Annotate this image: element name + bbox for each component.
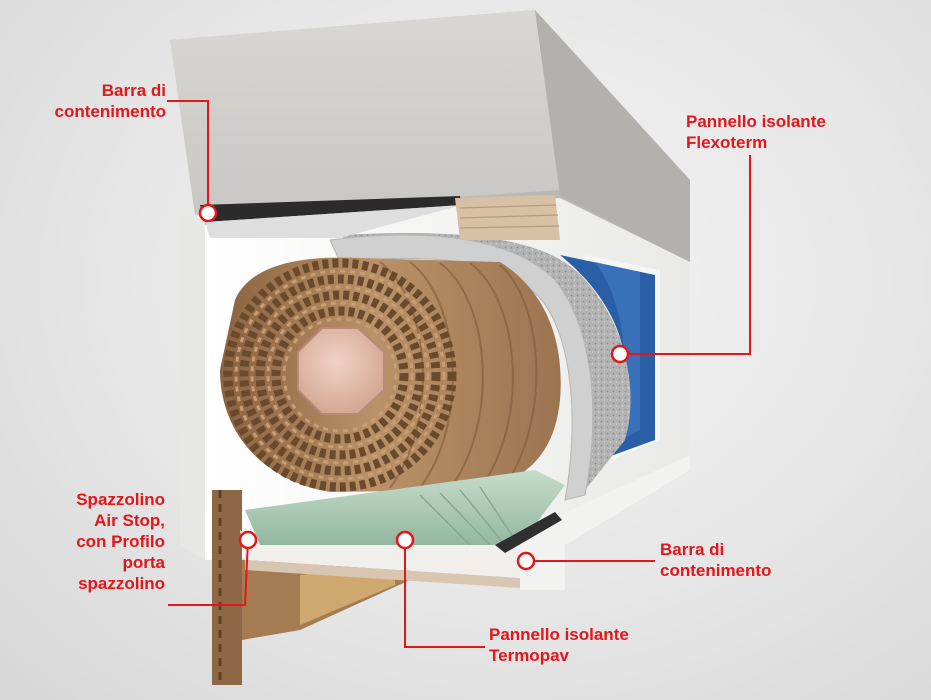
bottom-right-lip — [520, 455, 690, 590]
marker-top-right — [610, 344, 630, 364]
label-top-right-flexoterm: Pannello isolante Flexoterm — [686, 112, 826, 152]
termopav-panel — [240, 470, 565, 588]
label-top-left-barra: Barra di contenimento — [54, 81, 166, 121]
marker-top-left — [198, 203, 218, 223]
label-bottom-right-barra: Barra di contenimento — [660, 540, 772, 580]
marker-bottom-right — [516, 551, 536, 571]
marker-bottom-center — [395, 530, 415, 550]
leader-lines — [167, 100, 751, 648]
leader-top-left — [167, 100, 209, 212]
leader-top-right — [620, 155, 751, 355]
leader-bottom-left — [168, 539, 249, 606]
plaster-block — [170, 10, 690, 265]
label-bottom-left-spazzolino: Spazzolino Air Stop, con Profilo porta s… — [76, 490, 165, 593]
top-containment-bar — [200, 196, 462, 238]
bottom-containment-bar — [495, 512, 562, 553]
label-bottom-center-termopav: Pannello isolante Termopav — [489, 625, 629, 665]
roller-axle — [297, 327, 385, 415]
leader-bottom-center — [404, 540, 485, 648]
roller-shutter — [220, 257, 561, 492]
marker-bottom-left — [238, 530, 258, 550]
